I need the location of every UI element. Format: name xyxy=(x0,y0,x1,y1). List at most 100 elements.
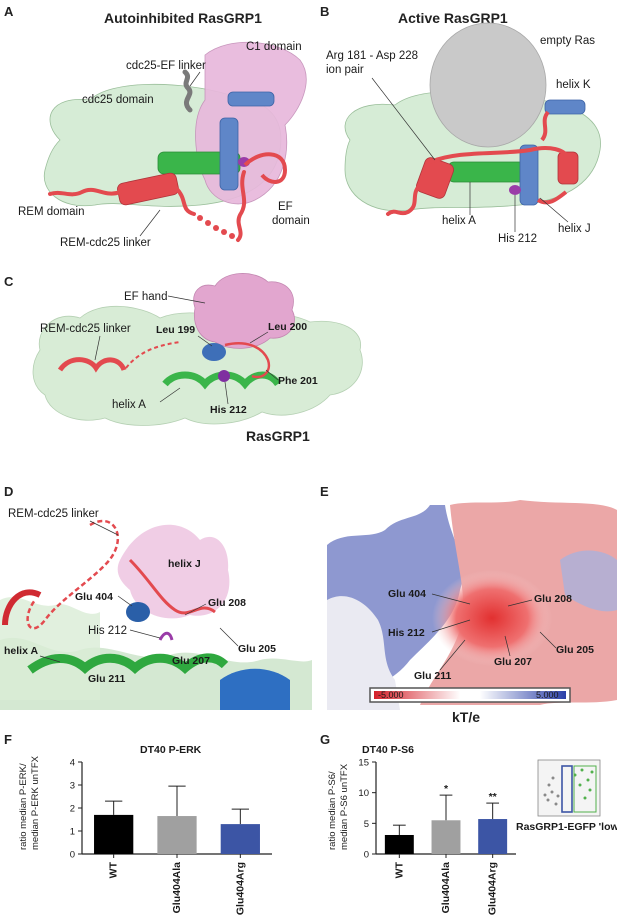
ef-hand-surface xyxy=(193,273,295,349)
rem-linker-dash-d xyxy=(26,519,119,630)
label-helix-j-b: helix J xyxy=(558,223,591,235)
chart-g-ylabel-1: ratio median P-S6/ xyxy=(327,771,338,850)
helix-a-ribbon-d xyxy=(27,653,229,674)
label-glu211-e: Glu 211 xyxy=(414,670,452,682)
esp-hotspot xyxy=(432,570,552,666)
y-tick-label: 0 xyxy=(70,850,75,861)
rem-linker-cartoon xyxy=(57,357,127,373)
panel-g: G DT40 P-S6 ratio median P-S6/ median P-… xyxy=(320,732,617,915)
blue-helix-c xyxy=(202,343,226,361)
cdc25-ef-linker-shape xyxy=(182,69,193,113)
chart-f-title: DT40 P-ERK xyxy=(140,744,202,756)
red-helix-a-b xyxy=(416,157,454,199)
panel-b-title: Active RasGRP1 xyxy=(398,10,508,26)
label-glu207-d: Glu 207 xyxy=(172,655,210,667)
pink-ribbons-d xyxy=(117,524,230,619)
label-rem-cdc25-linker: REM-cdc25 linker xyxy=(60,237,151,249)
blue-helix-top xyxy=(227,91,275,107)
his212-sphere-c xyxy=(218,370,230,382)
esp-surface-white xyxy=(327,596,400,710)
label-helix-a-d: helix A xyxy=(4,645,38,657)
label-ef-hand: EF hand xyxy=(124,291,167,303)
panel-f: F DT40 P-ERK ratio median P-ERK/ median … xyxy=(4,732,272,915)
red-linker-b xyxy=(429,146,570,164)
red-loop-c xyxy=(224,342,271,379)
y-tick-label: 5 xyxy=(364,819,369,830)
chart-g-ylabel-2: median P-S6 unTFX xyxy=(339,763,350,850)
bar-wt xyxy=(94,814,134,854)
category-label: Glu404Ala xyxy=(171,862,183,914)
label-glu208-e: Glu 208 xyxy=(534,593,572,605)
label-ef: EF xyxy=(278,201,293,213)
y-tick-label: 1 xyxy=(70,827,75,838)
panel-d-letter: D xyxy=(4,484,13,499)
panel-a-title: Autoinhibited RasGRP1 xyxy=(104,10,262,26)
label-helix-a-c: helix A xyxy=(112,399,146,411)
label-ion-pair-2: ion pair xyxy=(326,64,364,76)
label-glu404-e: Glu 404 xyxy=(388,588,426,600)
chart-f-ylabel-2: median P-ERK unTFX xyxy=(30,755,41,850)
glu404-blue-d xyxy=(126,602,150,622)
flow-inset-label: RasGRP1-EGFP 'low' xyxy=(516,821,617,833)
esp-scale-max: 5.000 xyxy=(536,690,559,700)
label-glu207-e: Glu 207 xyxy=(494,656,532,668)
label-rem-linker-d: REM-cdc25 linker xyxy=(8,508,99,520)
rem-tail-left xyxy=(48,187,122,197)
label-helix-j-d: helix J xyxy=(168,558,201,570)
panel-c-caption: RasGRP1 xyxy=(246,428,310,444)
flow-inset: RasGRP1-EGFP 'low' xyxy=(516,759,617,833)
ef-loop-shape xyxy=(243,152,288,184)
category-label: Glu404Arg xyxy=(234,862,246,915)
light-green-ribbons-d2 xyxy=(0,597,100,700)
bar-wt xyxy=(384,834,414,854)
his212-stick-d xyxy=(158,631,174,641)
bar-glu404ala xyxy=(157,816,197,854)
label-rem-linker-c: REM-cdc25 linker xyxy=(40,323,131,335)
bar-glu404arg xyxy=(220,824,260,854)
label-cdc25-ef-linker: cdc25-EF linker xyxy=(126,60,206,72)
label-glu205-e: Glu 205 xyxy=(556,644,594,656)
red-tail-b2 xyxy=(536,190,568,205)
label-rem-domain: REM domain xyxy=(18,206,84,218)
category-label: WT xyxy=(393,861,405,878)
panel-e-letter: E xyxy=(320,484,329,499)
rem-linker-dots xyxy=(197,215,235,239)
y-tick-label: 4 xyxy=(70,758,75,769)
label-leu199: Leu 199 xyxy=(156,324,195,336)
y-tick-label: 10 xyxy=(358,788,369,799)
chart-f-ylabel-1: ratio median P-ERK/ xyxy=(18,763,29,850)
panel-c-letter: C xyxy=(4,274,14,289)
label-glu205-d: Glu 205 xyxy=(238,643,276,655)
red-tail-b xyxy=(386,183,422,216)
red-loop-d xyxy=(128,558,216,615)
label-cdc25-domain: cdc25 domain xyxy=(82,94,154,106)
category-label: Glu404Arg xyxy=(487,862,499,915)
label-his212-c: His 212 xyxy=(210,404,247,416)
y-tick-label: 2 xyxy=(70,804,75,815)
panel-d: D REM-cdc25 linker helix J Glu 404 Glu 2… xyxy=(0,484,312,710)
label-c1-domain: C1 domain xyxy=(246,41,302,53)
y-tick-label: 15 xyxy=(358,758,369,769)
label-helix-a-b: helix A xyxy=(442,215,476,227)
y-tick-label: 0 xyxy=(364,850,369,861)
helix-k-shape xyxy=(544,99,586,115)
blue-helix-b xyxy=(519,144,539,206)
rem-helix-shape xyxy=(117,172,179,206)
rem-linker-shape xyxy=(174,186,196,216)
label-ef-domain: domain xyxy=(272,215,310,227)
esp-scale-unit: kT/e xyxy=(452,709,480,725)
ef-tail-shape xyxy=(236,170,247,242)
significance-mark: ** xyxy=(489,791,498,803)
label-his212-e: His 212 xyxy=(388,627,425,639)
label-glu208-d: Glu 208 xyxy=(208,597,246,609)
empty-ras-shape xyxy=(429,22,547,148)
label-his212-d: His 212 xyxy=(88,625,127,637)
esp-scale-min: -5.000 xyxy=(378,690,404,700)
label-phe201: Phe 201 xyxy=(278,375,318,387)
significance-mark: * xyxy=(444,783,449,795)
panel-b: B Active RasGRP1 Arg 181 - Asp 228 ion p… xyxy=(320,4,601,245)
bar-glu404arg xyxy=(478,819,508,854)
label-his212-b: His 212 xyxy=(498,233,537,245)
panel-g-letter: G xyxy=(320,732,330,747)
